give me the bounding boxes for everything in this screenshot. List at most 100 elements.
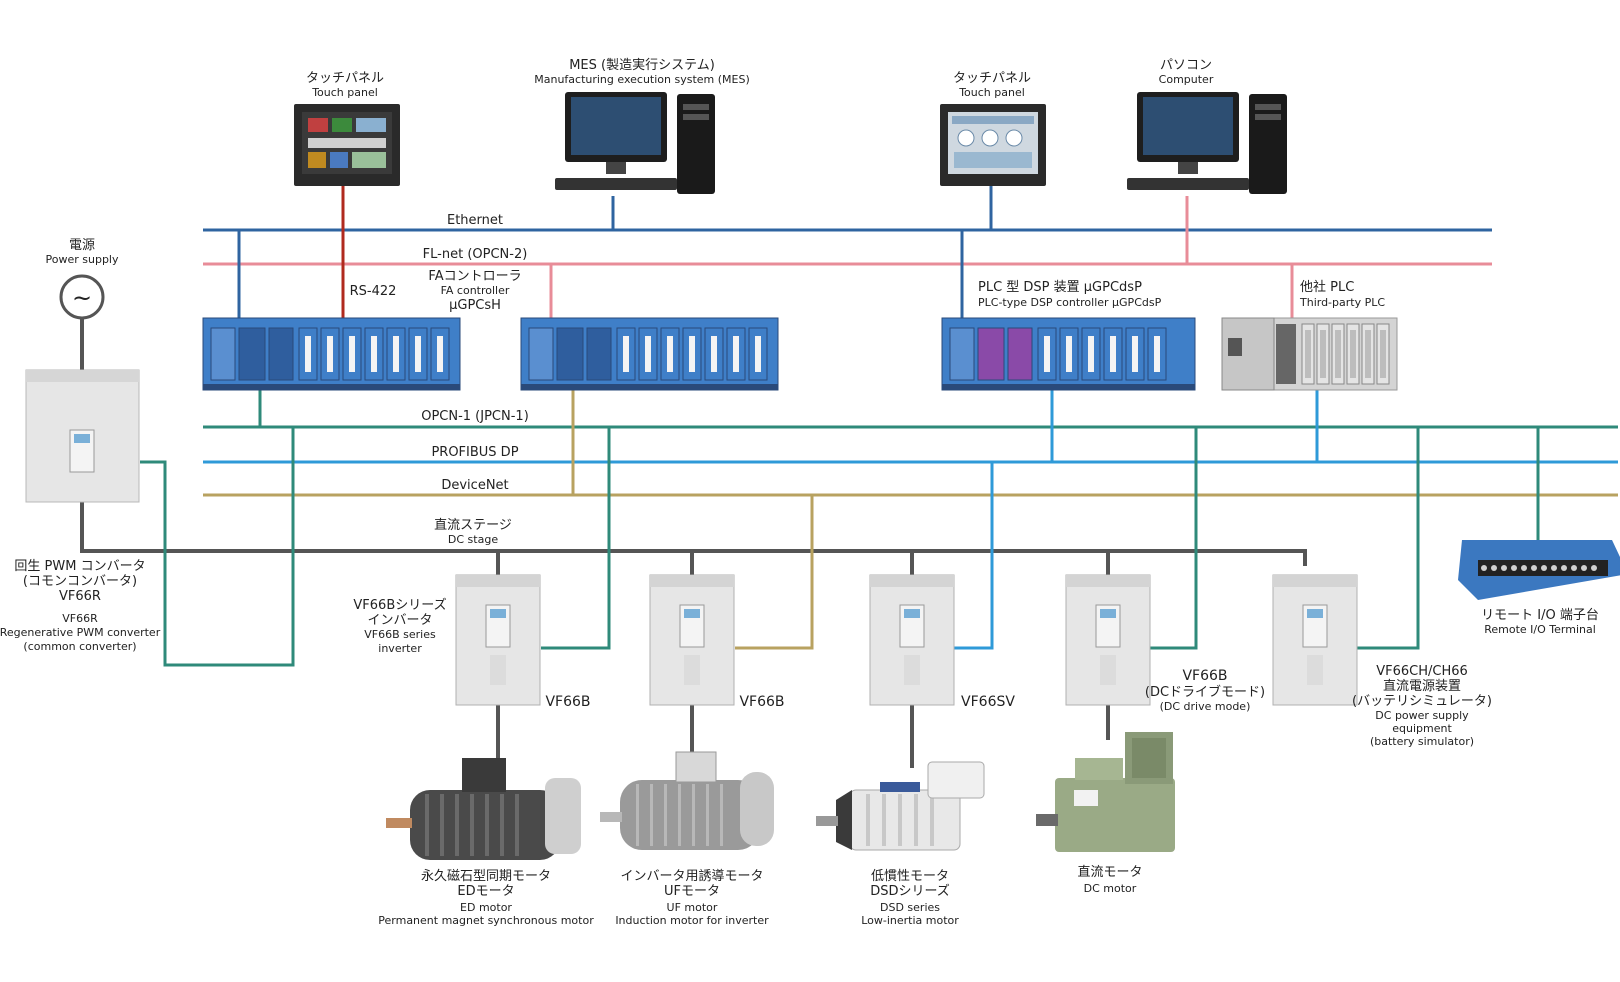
power-supply: 電源 Power supply ~ [46,238,119,320]
opcn1-converter-link [140,427,295,667]
rack-io-terminal [755,336,761,372]
rack-io-terminal [415,336,421,372]
rs422-label: RS-422 [350,284,397,299]
plc-io-terminal [1305,330,1311,378]
plc-io-terminal [1365,330,1371,378]
rack-io-terminal [689,336,695,372]
rack-rail [942,384,1195,390]
touch-panel-2-widgets [952,116,1034,168]
rack-power-module [949,327,975,381]
third-plc-en: Third-party PLC [1299,296,1385,309]
remote-io-terminal: リモート I/O 端子台 Remote I/O Terminal [1458,540,1620,636]
remote-io-jp: リモート I/O 端子台 [1481,608,1599,623]
touch-panel-1-widgets [308,118,386,168]
ed-motor-en1: ED motor [460,901,512,914]
inverter-top [650,575,734,587]
ac-source-symbol: ~ [72,284,92,312]
flnet-label: FL-net (OPCN-2) [423,247,528,262]
uf-motor-jp2: UFモータ [664,884,720,899]
remote-io-screws [1481,565,1597,571]
pc-keyboard [1127,178,1249,190]
inverter-top [870,575,954,587]
touch-panel-1-en: Touch panel [311,86,378,99]
converter-en2: Regenerative PWM converter [0,626,161,639]
rack-io-terminal [733,336,739,372]
bus-labels: Ethernet FL-net (OPCN-2) RS-422 OPCN-1 (… [350,213,529,546]
dsd-motor-shaft [816,816,838,826]
plc-io-terminal [1335,330,1341,378]
touch-panel-2-jp: タッチパネル [953,71,1031,86]
rack-io-terminal [1044,336,1050,372]
rack-cpu-module [977,327,1005,381]
rack-io-terminal [327,336,333,372]
uf-motor-fins [636,784,723,846]
dsd-motor-nameplate [880,782,920,792]
inverter-4-jp: (DCドライブモード) [1145,684,1265,700]
profibus-label: PROFIBUS DP [431,445,518,460]
ed-motor: 永久磁石型同期モータ EDモータ ED motor Permanent magn… [378,758,594,927]
inverter-display [904,609,920,618]
inverter-5-model: VF66CH/CH66 [1376,664,1468,679]
inverter-1-model: VF66B [545,694,590,710]
uf-motor-fan-cover [740,772,774,846]
mes-en: Manufacturing execution system (MES) [534,73,750,86]
inverter-label-plate [1307,655,1323,685]
converter-jp3: VF66R [59,589,101,604]
dsd-motor-fins [866,794,934,846]
fa-controller-jp: FAコントローラ [428,269,521,284]
inverter-4-model: VF66B [1182,668,1227,684]
remote-io-en: Remote I/O Terminal [1484,623,1596,636]
converter-jp2: (コモンコンバータ) [23,574,137,589]
inverter-1-en2: inverter [378,642,422,655]
uf-motor-shaft [600,812,622,822]
plc-io-terminal [1320,330,1326,378]
dsd-motor: 低慣性モータ DSDシリーズ DSD series Low-inertia mo… [816,761,985,927]
mes-keyboard [555,178,677,190]
remote-io-screw [1521,565,1527,571]
ed-motor-en2: Permanent magnet synchronous motor [378,914,594,927]
remote-io-screw [1541,565,1547,571]
uf-motor-body [620,780,760,850]
inverter-display [490,609,506,618]
touch-panel-2-en: Touch panel [958,86,1025,99]
touch-panel-2: タッチパネル Touch panel [940,71,1046,186]
dsd-motor-en2: Low-inertia motor [861,914,959,927]
rack-cpu-module [556,327,584,381]
devicenet-inv2-link [735,495,814,650]
remote-io-screw [1491,565,1497,571]
inverter-1-jp2: インバータ [367,613,432,628]
dc-motor-terminal-box [1075,758,1123,780]
plc-dsp-en: PLC-type DSP controller μGPCdsP [978,296,1162,309]
inverter-4-en: (DC drive mode) [1160,700,1251,713]
remote-io-screw [1501,565,1507,571]
rack-io-terminal [667,336,673,372]
computer: パソコン Computer [1127,58,1287,194]
remote-io-screw [1571,565,1577,571]
inverter-1-jp1: VF66Bシリーズ [353,597,446,613]
ed-motor-jp1: 永久磁石型同期モータ [421,869,551,884]
ed-motor-fan-cover [545,778,581,854]
fa-controller-en: FA controller [441,284,510,297]
remote-io-screw [1591,565,1597,571]
profibus-inv3-link [953,462,994,650]
rack-cpu-module [238,327,266,381]
mes-monitor-stand [606,162,626,174]
third-plc-modules [1301,323,1390,385]
remote-io-screw [1531,565,1537,571]
ac-source-icon [59,274,105,320]
pc-monitor-stand [1178,162,1198,174]
rack-io-terminal [349,336,355,372]
rack-rail [203,384,460,390]
rack-power-module [210,327,236,381]
mes-monitor-screen [571,97,661,155]
power-supply-jp: 電源 [69,238,95,253]
remote-io-screw [1511,565,1517,571]
inverter-label-plate [684,655,700,685]
ed-motor-shaft [386,818,412,828]
pc-monitor-screen [1143,97,1233,155]
opcn1-inv1-link [541,427,611,650]
computer-en: Computer [1159,73,1214,86]
inverter-1-en1: VF66B series [364,628,436,641]
opcn1-inv5-link [1348,427,1420,650]
